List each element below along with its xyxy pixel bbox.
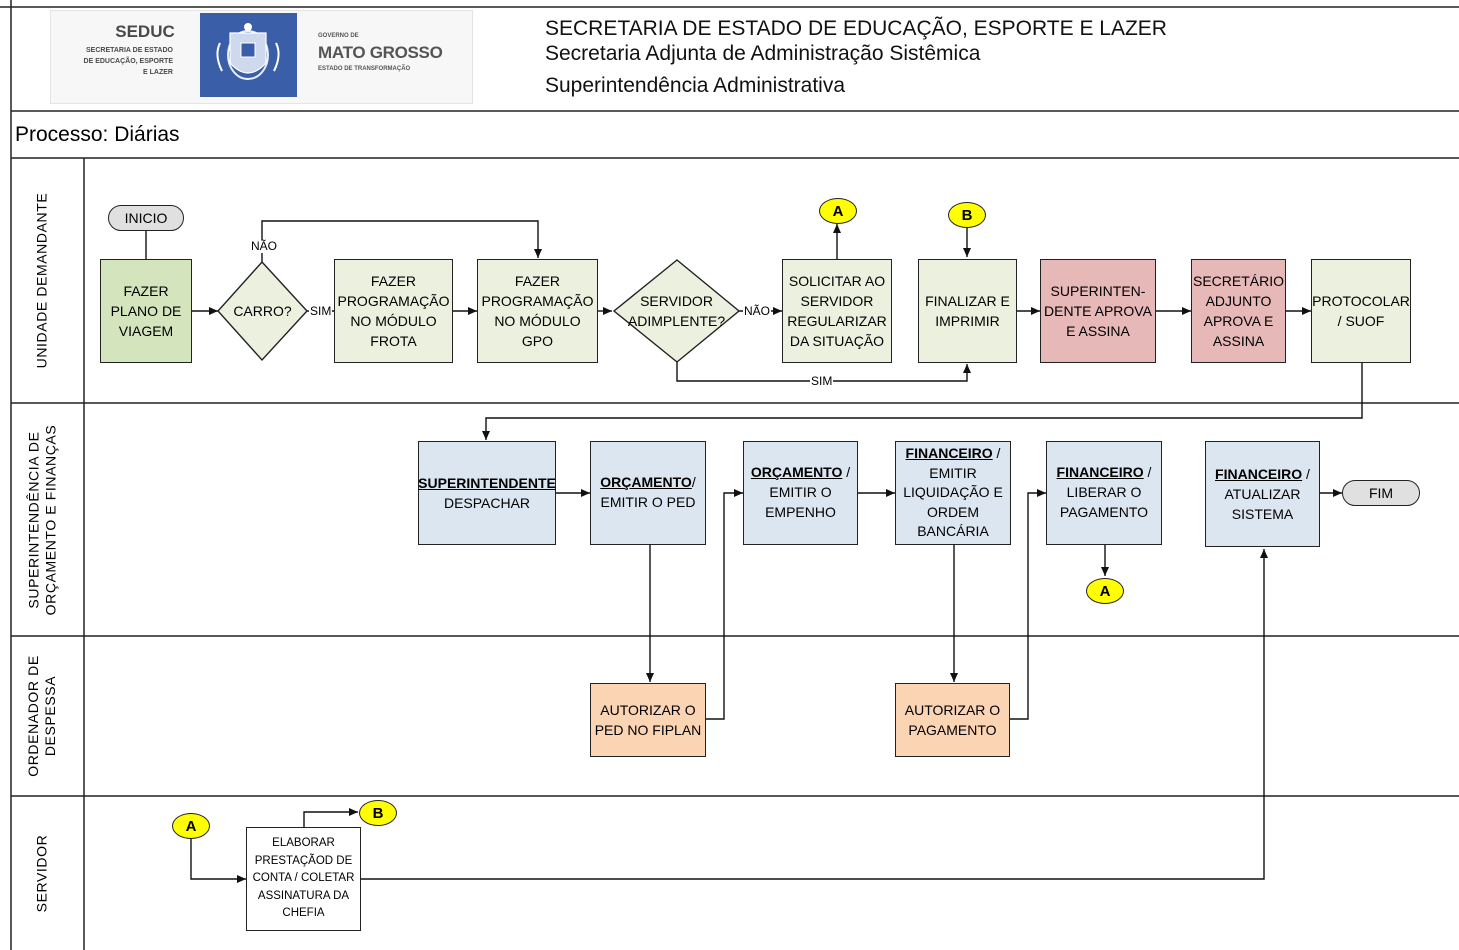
servidor-adimplente-decision-label: SERVIDOR ADIMPLENTE? [627, 293, 726, 329]
step-text: / LIBERAR O PAGAMENTO [1059, 464, 1152, 520]
edge-label-nao: NÃO [250, 239, 279, 253]
seduc-logo-title: SEDUC [115, 22, 175, 41]
start-terminal: INICIO [108, 205, 184, 231]
gov-logo-title: MATO GROSSO [318, 43, 443, 62]
step-text: DESPACHAR [443, 495, 531, 511]
header-superintendencia: Superintendência Administrativa [545, 74, 846, 97]
role-label: ORÇAMENTO [600, 474, 692, 490]
end-terminal: FIM [1342, 480, 1420, 506]
process-title: Processo: Diárias [15, 123, 180, 146]
connector-a-top: A [819, 198, 857, 224]
superintendente-despachar-step: SUPERINTENDENTE DESPACHAR [418, 441, 556, 545]
protocolar-suof-step: PROTOCOLAR / SUOF [1311, 259, 1411, 363]
financeiro-liberar-step: FINANCEIRO / LIBERAR O PAGAMENTO [1046, 441, 1162, 545]
role-label: FINANCEIRO [1215, 466, 1303, 482]
programacao-gpo-step: FAZER PROGRAMAÇÃO NO MÓDULO GPO [477, 259, 598, 363]
role-label: SUPERINTENDENTE [418, 475, 556, 491]
elaborar-prestacao-step: ELABORAR PRESTAÇÃOD DE CONTA / COLETAR A… [246, 827, 361, 931]
programacao-frota-step: FAZER PROGRAMAÇÃO NO MÓDULO FROTA [334, 259, 453, 363]
gov-logo-subtitle: ESTADO DE TRANSFORMAÇÃO [318, 66, 411, 72]
autorizar-ped-step: AUTORIZAR O PED NO FIPLAN [590, 683, 706, 757]
header-secretaria-adjunta: Secretaria Adjunta de Administração Sist… [545, 42, 981, 65]
seduc-subtitle-line: SECRETARIA DE ESTADO [86, 47, 173, 54]
decision-diamond-carro [217, 260, 308, 362]
edge-label-nao: NÃO [743, 304, 772, 318]
seduc-subtitle-line: DE EDUCAÇÃO, ESPORTE [83, 58, 173, 65]
edge-label-sim: SIM [309, 304, 333, 318]
header-secretaria: SECRETARIA DE ESTADO DE EDUCAÇÃO, ESPORT… [545, 17, 1167, 40]
orcamento-ped-step: ORÇAMENTO/ EMITIR O PED [590, 441, 706, 545]
decision-diamond-adimplente [612, 259, 741, 363]
financeiro-liquidacao-step: FINANCEIRO / EMITIR LIQUIDAÇÃO E ORDEM B… [895, 441, 1011, 545]
carro-decision-label: CARRO? [233, 303, 292, 319]
autorizar-pagamento-step: AUTORIZAR O PAGAMENTO [895, 683, 1010, 757]
coat-of-arms-icon [200, 13, 297, 97]
step-text: / ATUALIZAR SISTEMA [1224, 466, 1310, 522]
seduc-logo-subtitle: SECRETARIA DE ESTADO DE EDUCAÇÃO, ESPORT… [55, 45, 173, 78]
step-text: / EMITIR O PED [600, 474, 696, 510]
secretario-adjunto-step: SECRETÁRIO ADJUNTO APROVA E ASSINA [1191, 259, 1286, 363]
role-label: ORÇAMENTO [750, 464, 843, 480]
role-label: FINANCEIRO [1056, 464, 1144, 480]
connector-a-financeiro: A [1086, 578, 1124, 604]
orcamento-empenho-step: ORÇAMENTO / EMITIR O EMPENHO [743, 441, 858, 545]
superintendente-aprova-step: SUPERINTEN- DENTE APROVA E ASSINA [1040, 259, 1156, 363]
connector-b-top: B [948, 202, 986, 228]
seduc-subtitle-line: E LAZER [143, 69, 173, 76]
gov-logo-small: GOVERNO DE [318, 33, 359, 39]
role-label: FINANCEIRO [905, 445, 993, 461]
connector-b-servidor: B [359, 800, 397, 826]
step-text: / EMITIR O EMPENHO [765, 464, 851, 520]
fazer-plano-de-viagem-step: FAZER PLANO DE VIAGEM [100, 259, 192, 363]
edge-label-sim: SIM [810, 374, 834, 388]
finalizar-imprimir-step: FINALIZAR E IMPRIMIR [918, 259, 1017, 363]
solicitar-regularizar-step: SOLICITAR AO SERVIDOR REGULARIZAR DA SIT… [782, 259, 892, 363]
step-text: / EMITIR LIQUIDAÇÃO E ORDEM BANCÁRIA [903, 445, 1003, 539]
financeiro-atualizar-step: FINANCEIRO / ATUALIZAR SISTEMA [1205, 441, 1320, 547]
connector-a-servidor: A [172, 813, 210, 839]
